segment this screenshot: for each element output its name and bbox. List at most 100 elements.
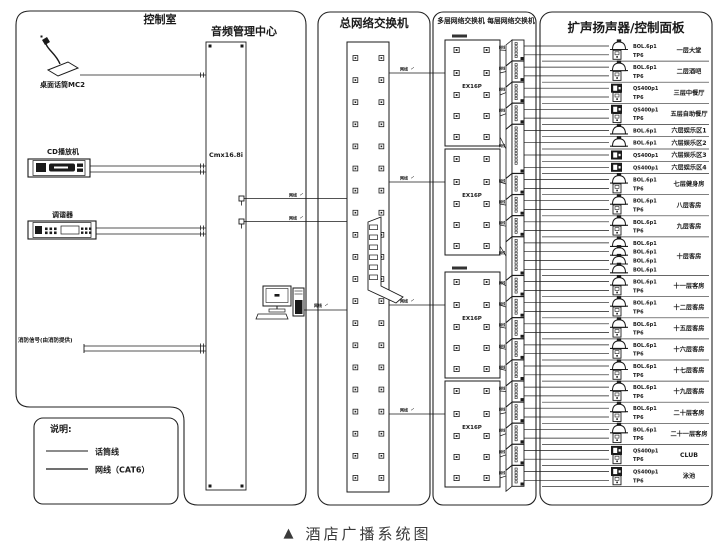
floor-switch-port [514, 277, 518, 281]
mic-tip [40, 35, 43, 38]
switch-port-pin [380, 477, 383, 479]
floor-switch-port [514, 470, 518, 474]
cable-organizer-tooth [369, 274, 378, 280]
ceiling-speaker-knob [616, 275, 622, 278]
wire-label: 网线 [499, 407, 506, 412]
ceiling-speaker-dome [611, 298, 627, 307]
floor-switch-port [514, 368, 518, 372]
cd-button [77, 163, 83, 167]
floor-switch-port [514, 435, 518, 438]
floor-switch-port [514, 255, 518, 258]
mic-label: 桌面话筒MC2 [39, 80, 85, 89]
floor-switch-port [514, 182, 518, 186]
wire-label: 网线 [400, 298, 408, 304]
switch-port-pin [354, 278, 357, 280]
wall-speaker-grille [613, 468, 618, 475]
wire-label: 网线 [499, 470, 506, 475]
floor-switch-port [514, 145, 518, 149]
cable-organizer-tooth [369, 234, 378, 240]
floor-switch-port [514, 431, 518, 435]
pc-screen [265, 288, 289, 303]
switch-port-pin [380, 79, 383, 81]
tuner-button [54, 227, 57, 231]
volume-panel-window [614, 329, 620, 333]
floor-switch-port [514, 341, 518, 344]
floor-switch-port [514, 203, 518, 207]
floor-switch-port [514, 218, 518, 221]
tiny-model-text [452, 34, 467, 38]
distribution-switch-model: EX16P [462, 193, 482, 199]
diagram-caption: ▲ 酒店广播系统图 [0, 520, 715, 546]
title-control-room: 控制室 [144, 12, 177, 26]
floor-switch-port [514, 371, 518, 375]
floor-switch-port [514, 227, 518, 231]
ceiling-speaker-dome [611, 340, 627, 349]
floor-switch-feed [499, 281, 507, 287]
cd-player-face [32, 160, 86, 176]
volume-panel-knob [616, 119, 618, 121]
zone-name-label: 十七层客房 [674, 367, 705, 375]
floor-switch-port [514, 90, 518, 94]
ceiling-speaker-dome [611, 424, 627, 434]
panel-legend [33, 417, 179, 505]
floor-switch-uplink [520, 78, 524, 82]
device-model-label: QS400p1 [633, 448, 659, 454]
volume-panel-knob [616, 291, 618, 294]
floor-switch-feed [499, 113, 507, 117]
floor-switch-feed [499, 326, 507, 329]
switch-port-pin [485, 181, 488, 183]
zone-name-label: 六层娱乐区3 [671, 151, 706, 159]
switch-port-pin [354, 455, 357, 457]
ceiling-speaker-dome [611, 138, 627, 147]
device-model-label: TP6 [633, 373, 644, 379]
floor-switch-port [514, 139, 518, 143]
switch-port-pin [485, 115, 488, 117]
corner-mark [208, 44, 212, 48]
device-model-label: BOL.6p1 [633, 280, 657, 286]
floor-switch-port [514, 347, 518, 351]
switch-port-pin [455, 281, 458, 283]
ceiling-speaker-knob [616, 194, 622, 198]
switch-port-pin [485, 245, 488, 247]
floor-switch-port [514, 51, 518, 55]
ceiling-speaker-dome [611, 264, 627, 274]
floor-switch-side [505, 123, 513, 180]
floor-switch-port [514, 374, 518, 378]
floor-switch-uplink [520, 313, 524, 317]
zone-name-label: 十九层客房 [674, 388, 705, 396]
floor-switch-feed [499, 304, 507, 308]
switch-port-pin [354, 322, 357, 324]
floor-switch-port [514, 319, 518, 323]
wire-label: 网线 [499, 199, 506, 204]
floor-switch-port [514, 155, 518, 159]
device-model-label: BOL.6p1 [633, 427, 657, 433]
zone-name-label: 二层酒吧 [677, 68, 703, 76]
wire-label: 网线 [289, 192, 297, 198]
panel-control-room [15, 10, 307, 506]
floor-switch-port [514, 133, 518, 136]
floor-switch-port [514, 248, 518, 252]
wall-speaker-grille [613, 164, 618, 170]
cable-organizer-tooth [369, 254, 378, 260]
wire-label-tick [324, 303, 329, 307]
floor-switch-side [505, 236, 513, 282]
floor-switch-port [514, 105, 518, 109]
switch-port-pin [485, 281, 488, 283]
floor-switch-uplink [520, 419, 524, 423]
floor-switch-port [514, 407, 518, 411]
floor-switch-port [514, 72, 518, 76]
caption-title: 酒店广播系统图 [305, 524, 432, 543]
floor-switch-uplink [520, 271, 524, 275]
floor-switch-port [514, 264, 518, 268]
floor-switch-port [514, 242, 518, 246]
cd-player-icon [27, 158, 91, 178]
tuner-button [45, 231, 48, 235]
floor-switch-port [514, 179, 518, 182]
zone-name-label: 八层客房 [676, 201, 702, 209]
caption-triangle-marker: ▲ [283, 525, 294, 541]
floor-switch-port [514, 365, 518, 369]
switch-port-pin [354, 256, 357, 258]
tuner-preset-button [85, 231, 88, 234]
floor-switch-feed [499, 368, 507, 371]
device-model-label: QS400p1 [633, 165, 659, 171]
